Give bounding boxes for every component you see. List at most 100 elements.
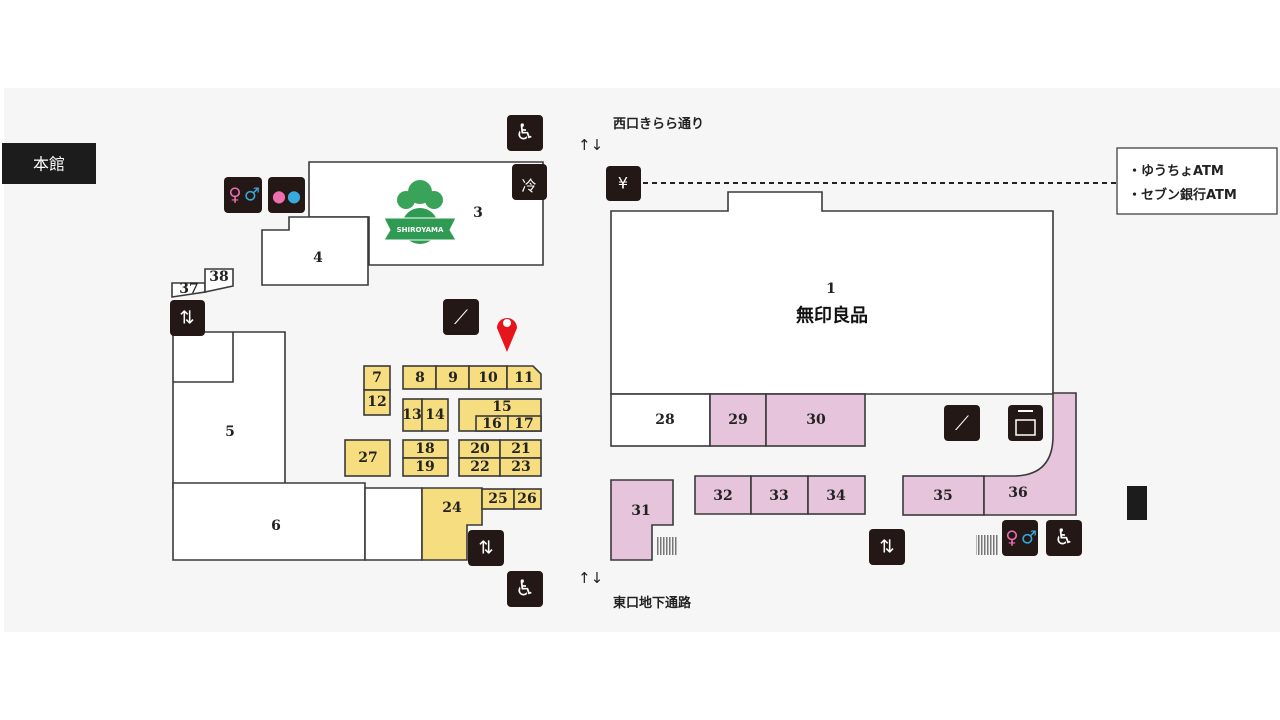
shop-14[interactable]: [421, 398, 449, 432]
shop-3-number: 3: [473, 205, 483, 221]
shop-17-number: 17: [514, 416, 533, 432]
exit-marker: [1127, 486, 1147, 520]
shop-37-number: 37: [179, 281, 198, 297]
shop-5-divider: [173, 332, 234, 383]
shop-35[interactable]: [902, 475, 985, 516]
svg-text:♂: ♂: [244, 185, 260, 206]
shop-29[interactable]: [709, 393, 767, 447]
svg-text:♀: ♀: [228, 185, 241, 206]
shop-22-number: 22: [470, 459, 489, 475]
shop-24[interactable]: [421, 487, 483, 561]
shop-6[interactable]: [172, 482, 366, 561]
stairs-icon: [657, 535, 998, 555]
escalator-icon[interactable]: ⟋: [944, 405, 980, 441]
north-arrows: ↑↓: [578, 136, 603, 154]
shop-35-number: 35: [933, 488, 952, 504]
unit-blank: [364, 487, 423, 561]
elevator-icon[interactable]: ⇅: [869, 529, 905, 565]
shop-1-number: 1: [826, 281, 836, 297]
shop-4-number: 4: [313, 250, 323, 266]
north-exit-label[interactable]: 西口きらら通り: [613, 116, 704, 132]
svg-text:⇅: ⇅: [179, 308, 194, 329]
shop-10-number: 10: [478, 370, 498, 386]
svg-text:⟋: ⟋: [454, 305, 468, 329]
svg-text:●: ●: [272, 187, 286, 206]
building-label: 本館: [2, 143, 96, 184]
shop-6-number: 6: [271, 518, 281, 534]
shop-17[interactable]: [507, 415, 542, 432]
shop-32[interactable]: [694, 475, 752, 515]
svg-text:冷: 冷: [521, 177, 536, 195]
shop-11[interactable]: [506, 365, 542, 390]
wheelchair-icon[interactable]: ♿: [507, 571, 543, 607]
building-label-text: 本館: [33, 155, 65, 174]
restroom-icon[interactable]: ♀♂: [1002, 520, 1038, 556]
shop-5-number: 5: [225, 424, 235, 440]
svg-text:⟋: ⟋: [955, 411, 969, 435]
shop-8-number: 8: [415, 370, 425, 386]
shop-25-number: 25: [488, 491, 507, 507]
shop-21-number: 21: [511, 441, 530, 457]
family-restroom-icon[interactable]: ●●: [268, 177, 305, 213]
svg-text:♂: ♂: [1021, 528, 1037, 549]
shop-23-number: 23: [511, 459, 530, 475]
shop-33[interactable]: [750, 475, 809, 515]
shop-36[interactable]: [983, 392, 1077, 516]
wheelchair-icon[interactable]: ♿: [507, 115, 543, 151]
shop-19[interactable]: [402, 457, 449, 477]
shop-29-number: 29: [728, 412, 747, 428]
atm-seven-bank: ・セブン銀行ATM: [1128, 187, 1237, 203]
shop-14-number: 14: [425, 407, 445, 423]
svg-text:♿: ♿: [515, 121, 535, 146]
shop-11-number: 11: [514, 370, 533, 386]
shop-15-number: 15: [492, 399, 511, 415]
shop-4[interactable]: [261, 216, 369, 286]
shop-20-number: 20: [470, 441, 490, 457]
restroom-icon[interactable]: ♀♂: [224, 177, 262, 213]
shiroyama-logo: SHIROYAMA: [383, 180, 457, 244]
shop-12[interactable]: [363, 389, 391, 416]
atm-icon[interactable]: ¥: [606, 166, 641, 201]
shop-31-number: 31: [631, 503, 650, 519]
elevator-icon[interactable]: ⇅: [170, 300, 205, 336]
shop-5[interactable]: [172, 331, 286, 489]
elevator-icon[interactable]: ⇅: [468, 530, 504, 566]
escalator-icon[interactable]: ⟋: [443, 299, 479, 335]
luggage-locker-icon[interactable]: [1008, 405, 1043, 441]
svg-text:♀: ♀: [1005, 528, 1018, 549]
shop-32-number: 32: [713, 488, 732, 504]
shop-30-number: 30: [806, 412, 826, 428]
svg-text:¥: ¥: [618, 174, 628, 193]
shop-16-number: 16: [482, 416, 501, 432]
shop-27[interactable]: [344, 439, 391, 477]
shop-1-name: 無印良品: [796, 305, 868, 327]
shop-26[interactable]: [513, 488, 542, 510]
shop-30[interactable]: [765, 393, 866, 447]
shop-9-number: 9: [448, 370, 458, 386]
shop-34[interactable]: [807, 475, 866, 515]
shop-28[interactable]: [610, 393, 711, 447]
shop-18-number: 18: [415, 441, 434, 457]
shop-38[interactable]: [204, 268, 234, 293]
shop-13-number: 13: [402, 407, 421, 423]
south-arrows: ↑↓: [578, 569, 603, 587]
svg-text:⇅: ⇅: [478, 538, 493, 559]
shop-7-number: 7: [372, 370, 382, 386]
south-exit-label[interactable]: 東口地下通路: [613, 595, 692, 611]
shop-26-number: 26: [517, 491, 536, 507]
svg-text:⇅: ⇅: [879, 537, 894, 558]
atm-info-box[interactable]: ・ゆうちょATM ・セブン銀行ATM: [1116, 147, 1278, 215]
svg-text:♿: ♿: [1054, 526, 1074, 551]
shop-33-number: 33: [769, 488, 788, 504]
shop-38-number: 38: [209, 269, 228, 285]
wheelchair-icon[interactable]: ♿: [1046, 520, 1082, 556]
logo-text: SHIROYAMA: [397, 226, 444, 234]
shop-24-number: 24: [442, 500, 462, 516]
cold-locker-icon[interactable]: 冷: [512, 164, 547, 200]
shop-31[interactable]: [610, 479, 674, 561]
shop-23[interactable]: [499, 457, 542, 477]
atm-yucho: ・ゆうちょATM: [1128, 164, 1224, 179]
shop-19-number: 19: [415, 459, 434, 475]
shop-12-number: 12: [367, 394, 386, 410]
